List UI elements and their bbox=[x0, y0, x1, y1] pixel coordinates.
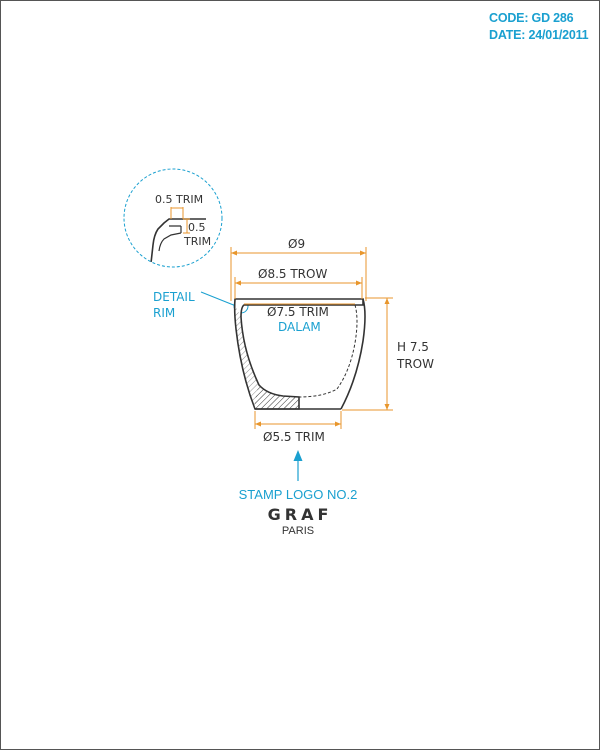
detail-trim-side-value: 0.5 bbox=[188, 221, 206, 234]
detail-leader bbox=[200, 291, 237, 307]
foot-hatch bbox=[254, 385, 299, 409]
cup-inner-right-hidden bbox=[298, 304, 358, 398]
detail-label-line2: RIM bbox=[153, 306, 175, 320]
dim-outer-top: Ø9 bbox=[288, 237, 305, 251]
title-block: CODE: GD 286 DATE: 24/01/2011 bbox=[489, 10, 589, 44]
dim-base: Ø5.5 TRIM bbox=[263, 430, 325, 444]
dimension-arrowheads bbox=[231, 250, 390, 427]
detail-trim-top-label: 0.5 TRIM bbox=[155, 193, 203, 206]
cup-outer-right bbox=[340, 298, 366, 410]
stamp-logo-sub: PARIS bbox=[282, 525, 314, 537]
stamp-arrow-icon bbox=[293, 450, 303, 461]
detail-circle bbox=[123, 168, 223, 268]
dimension-lines bbox=[230, 247, 393, 429]
dim-inside: Ø7.5 TRIM bbox=[267, 305, 329, 319]
cup-section bbox=[233, 298, 366, 410]
stamp-label: STAMP LOGO NO.2 bbox=[239, 487, 358, 502]
detail-rim-profile bbox=[150, 218, 206, 264]
wall-hatch bbox=[234, 305, 259, 409]
stamp-logo-brand: GRAF bbox=[268, 505, 333, 524]
dim-height-line1: H 7.5 bbox=[397, 340, 429, 354]
stamp-callout: STAMP LOGO NO.2 GRAF PARIS bbox=[239, 450, 358, 537]
detail-rim-inner-profile bbox=[158, 232, 182, 252]
dim-inner-top: Ø8.5 TROW bbox=[258, 267, 327, 281]
drawing-date: DATE: 24/01/2011 bbox=[489, 28, 589, 42]
dim-height-line2: TROW bbox=[396, 357, 434, 371]
drawing-code: CODE: GD 286 bbox=[489, 11, 574, 25]
detail-trim-side-label: TRIM bbox=[183, 235, 211, 248]
detail-rim-view: 0.5 TRIM 0.5 TRIM bbox=[123, 168, 223, 268]
detail-label-line1: DETAIL bbox=[153, 290, 195, 304]
dim-inside-note: DALAM bbox=[278, 320, 321, 334]
